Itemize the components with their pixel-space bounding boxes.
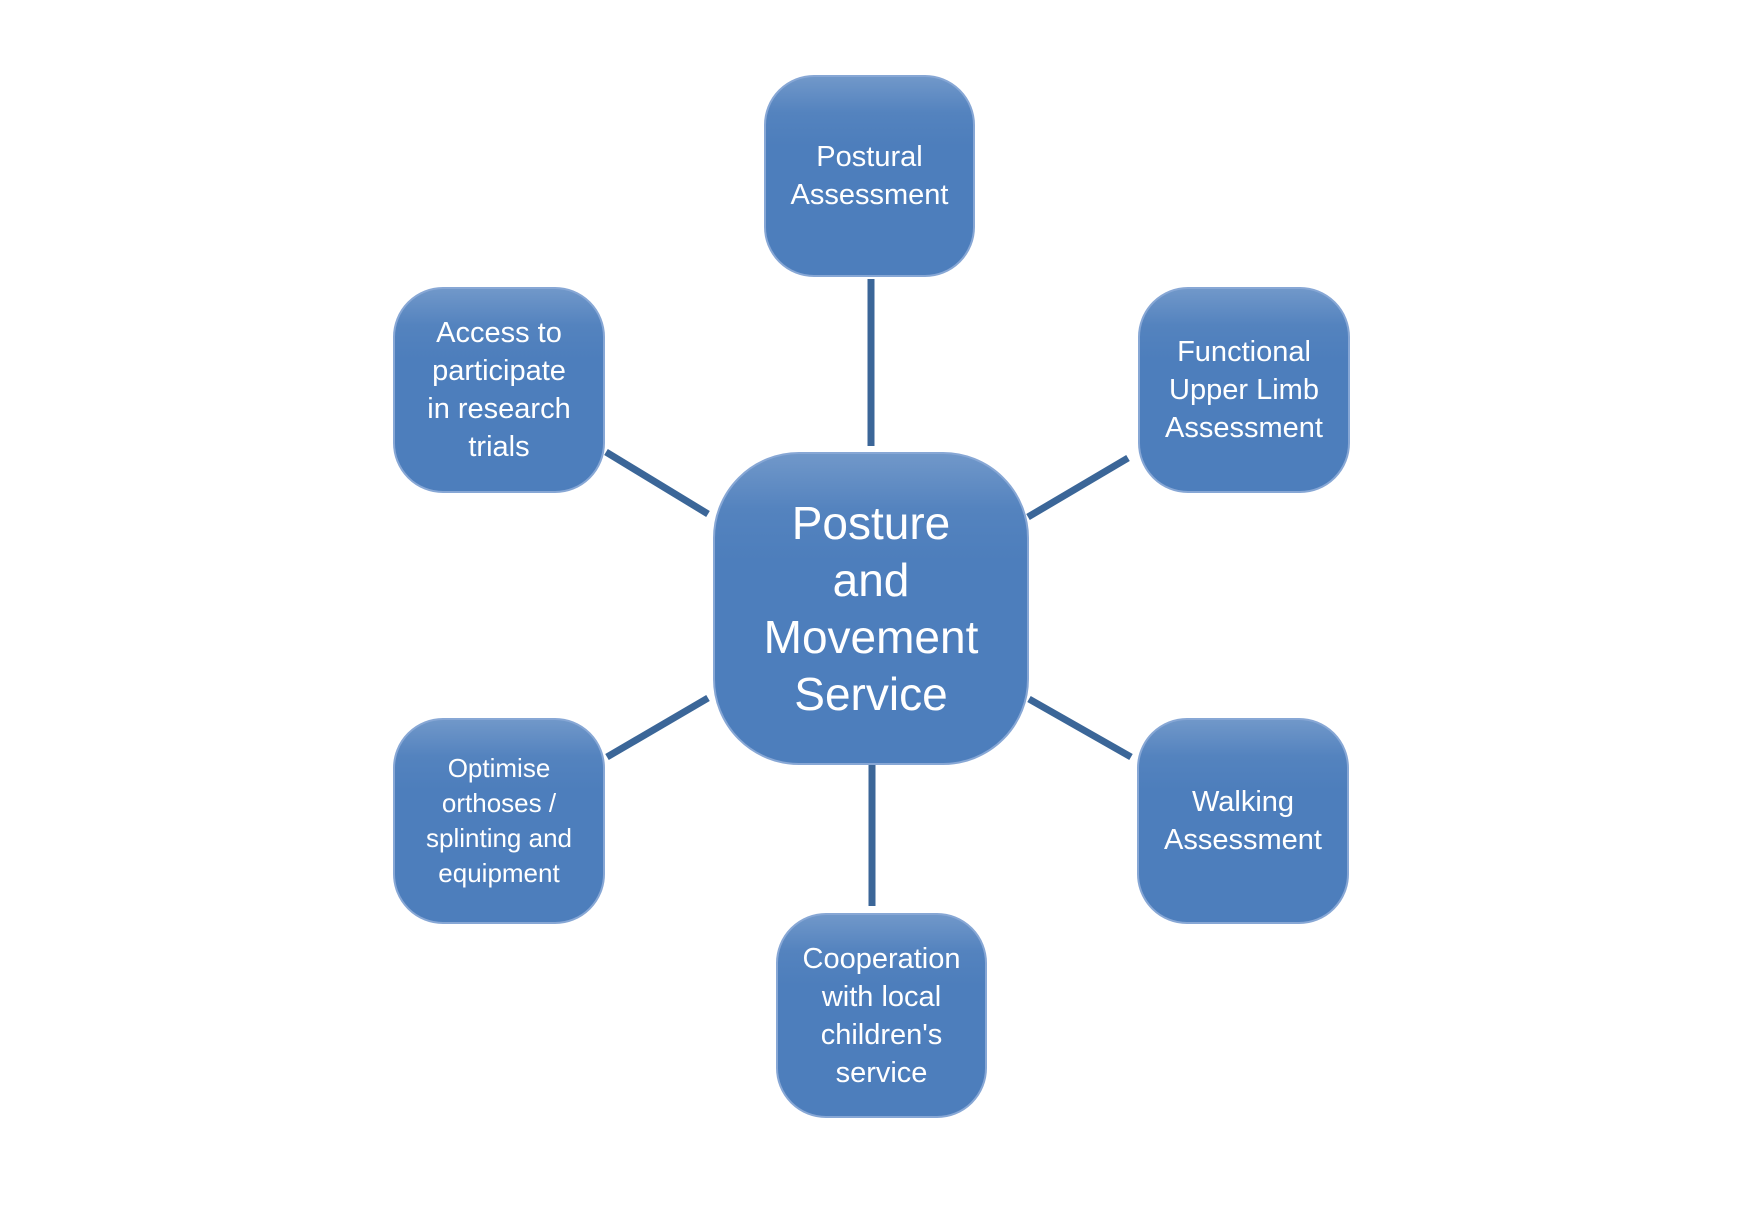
connector-center-to-walking-assessment xyxy=(1027,695,1133,761)
node-access-to-participate-in-research-trials: Access to participate in research trials xyxy=(393,287,605,493)
node-postural-assessment: Postural Assessment xyxy=(764,75,975,277)
node-posture-and-movement-service: Posture and Movement Service xyxy=(713,452,1029,765)
node-label: Functional Upper Limb Assessment xyxy=(1165,336,1323,444)
node-label: Optimise orthoses / splinting and equipm… xyxy=(426,753,572,888)
node-cooperation-with-local-childrens-service: Cooperation with local children's servic… xyxy=(776,913,987,1118)
node-label: Cooperation with local children's servic… xyxy=(802,942,961,1089)
node-label: Access to participate in research trials xyxy=(427,317,571,463)
node-label: Posture and Movement Service xyxy=(763,496,979,720)
connector-center-to-functional-upper-limb xyxy=(1026,454,1130,521)
node-walking-assessment: Walking Assessment xyxy=(1137,718,1349,924)
connector-center-to-optimise-orthoses xyxy=(605,694,710,761)
node-functional-upper-limb-assessment: Functional Upper Limb Assessment xyxy=(1138,287,1350,493)
node-label: Postural Assessment xyxy=(790,141,949,211)
connector-center-to-access-research xyxy=(604,449,710,517)
node-label: Walking Assessment xyxy=(1164,786,1322,856)
node-optimise-orthoses-splinting-and-equipment: Optimise orthoses / splinting and equipm… xyxy=(393,718,605,924)
